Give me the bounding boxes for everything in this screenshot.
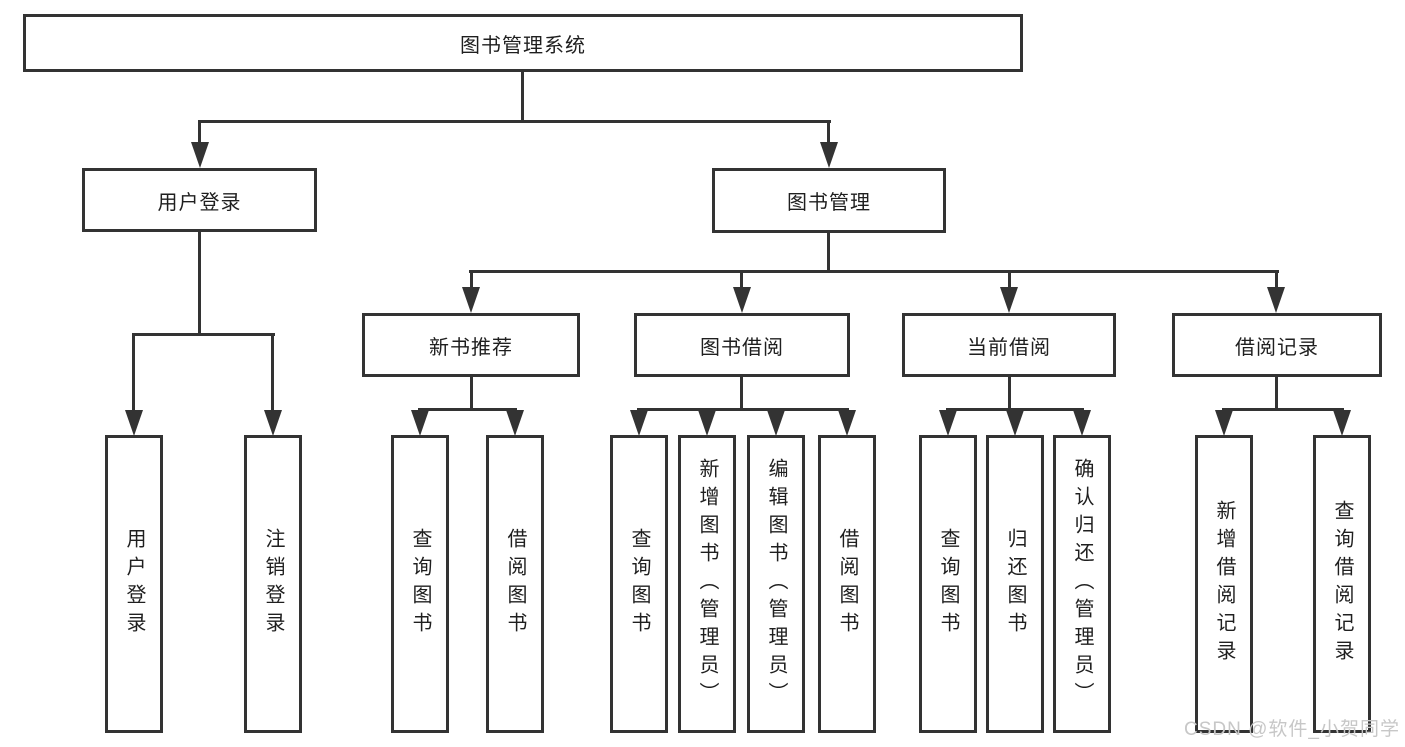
leaf-new-books-borrow: 借阅图书 — [486, 435, 544, 733]
arrow-to-leaf-borrow-edit-icon — [767, 410, 785, 436]
arrow-to-leaf-borrow-add-icon — [698, 410, 716, 436]
leaf-records-query-label: 查询借阅记录 — [1331, 500, 1353, 668]
leaf-records-query: 查询借阅记录 — [1313, 435, 1371, 733]
line-current-borrow-bar — [946, 408, 1084, 411]
line-book-borrow-stem — [740, 375, 743, 410]
leaf-current-query-label: 查询图书 — [937, 528, 959, 640]
leaf-borrow-add-admin-label: 新增图书（管理员） — [696, 458, 718, 710]
line-level3-bar — [469, 270, 1279, 273]
line-book-management-stem — [827, 231, 830, 272]
arrow-to-book-borrow-icon — [733, 287, 751, 313]
line-user-login-bar — [132, 333, 275, 336]
arrow-to-borrow-records-icon — [1267, 287, 1285, 313]
line-tail-current-borrow — [1008, 270, 1011, 288]
line-tail-book-borrow — [740, 270, 743, 288]
leaf-user-login: 用户登录 — [105, 435, 163, 733]
arrow-to-leaf-records-query-icon — [1333, 410, 1351, 436]
arrow-to-leaf-borrow-borrow-icon — [838, 410, 856, 436]
leaf-user-login-label: 用户登录 — [123, 528, 145, 640]
arrow-to-leaf-user-login-icon — [125, 410, 143, 436]
line-user-login-stem — [198, 230, 201, 335]
leaf-current-confirm-admin: 确认归还（管理员） — [1053, 435, 1111, 733]
leaf-logout-label: 注销登录 — [262, 528, 284, 640]
arrow-to-leaf-new-books-query-icon — [411, 410, 429, 436]
node-user-login: 用户登录 — [82, 168, 317, 232]
line-tail-new-book-recommend — [470, 270, 473, 288]
arrow-to-user-login-icon — [191, 142, 209, 168]
leaf-records-add: 新增借阅记录 — [1195, 435, 1253, 733]
leaf-borrow-borrow-label: 借阅图书 — [836, 528, 858, 640]
line-borrow-records-stem — [1275, 375, 1278, 410]
line-book-borrow-bar — [637, 408, 849, 411]
arrow-to-leaf-new-books-borrow-icon — [506, 410, 524, 436]
leaf-new-books-query: 查询图书 — [391, 435, 449, 733]
leaf-borrow-borrow: 借阅图书 — [818, 435, 876, 733]
line-new-book-recommend-bar — [418, 408, 517, 411]
leaf-borrow-query-label: 查询图书 — [628, 528, 650, 640]
arrow-to-leaf-records-add-icon — [1215, 410, 1233, 436]
leaf-current-return-label: 归还图书 — [1004, 528, 1026, 640]
line-current-borrow-stem — [1008, 375, 1011, 410]
node-book-borrow: 图书借阅 — [634, 313, 850, 377]
arrow-to-leaf-current-query-icon — [939, 410, 957, 436]
line-tail-leaf-user-login — [132, 333, 135, 411]
leaf-current-query: 查询图书 — [919, 435, 977, 733]
leaf-current-confirm-admin-label: 确认归还（管理员） — [1071, 458, 1093, 710]
line-tail-user-login — [198, 120, 201, 145]
node-new-book-recommend: 新书推荐 — [362, 313, 580, 377]
arrow-to-leaf-current-return-icon — [1006, 410, 1024, 436]
arrow-to-leaf-borrow-query-icon — [630, 410, 648, 436]
leaf-borrow-edit-admin: 编辑图书（管理员） — [747, 435, 805, 733]
line-borrow-records-bar — [1222, 408, 1344, 411]
node-book-borrow-label: 图书借阅 — [700, 336, 784, 359]
node-root-label: 图书管理系统 — [460, 34, 586, 57]
watermark: CSDN @软件_小贺同学 — [1184, 719, 1400, 740]
node-new-book-recommend-label: 新书推荐 — [429, 336, 513, 359]
leaf-borrow-edit-admin-label: 编辑图书（管理员） — [765, 458, 787, 710]
node-current-borrow-label: 当前借阅 — [967, 336, 1051, 359]
arrow-to-leaf-current-confirm-icon — [1073, 410, 1091, 436]
line-tail-leaf-logout — [271, 333, 274, 411]
node-user-login-label: 用户登录 — [157, 191, 242, 214]
leaf-borrow-query: 查询图书 — [610, 435, 668, 733]
arrow-to-new-book-recommend-icon — [462, 287, 480, 313]
node-book-management-label: 图书管理 — [787, 192, 871, 214]
arrow-to-book-management-icon — [820, 142, 838, 168]
line-tail-book-management — [827, 120, 830, 145]
arrow-to-leaf-logout-icon — [264, 410, 282, 436]
leaf-current-return: 归还图书 — [986, 435, 1044, 733]
leaf-borrow-add-admin: 新增图书（管理员） — [678, 435, 736, 733]
line-new-book-recommend-stem — [470, 375, 473, 410]
leaf-new-books-query-label: 查询图书 — [409, 528, 431, 640]
node-borrow-records-label: 借阅记录 — [1235, 336, 1319, 359]
leaf-new-books-borrow-label: 借阅图书 — [504, 528, 526, 640]
arrow-to-current-borrow-icon — [1000, 287, 1018, 313]
node-root: 图书管理系统 — [23, 14, 1023, 72]
line-tail-borrow-records — [1275, 270, 1278, 288]
line-root-bar — [198, 120, 831, 123]
leaf-logout: 注销登录 — [244, 435, 302, 733]
node-borrow-records: 借阅记录 — [1172, 313, 1382, 377]
node-book-management: 图书管理 — [712, 168, 946, 233]
leaf-records-add-label: 新增借阅记录 — [1213, 500, 1235, 668]
node-current-borrow: 当前借阅 — [902, 313, 1116, 377]
line-root-stem — [521, 70, 524, 122]
